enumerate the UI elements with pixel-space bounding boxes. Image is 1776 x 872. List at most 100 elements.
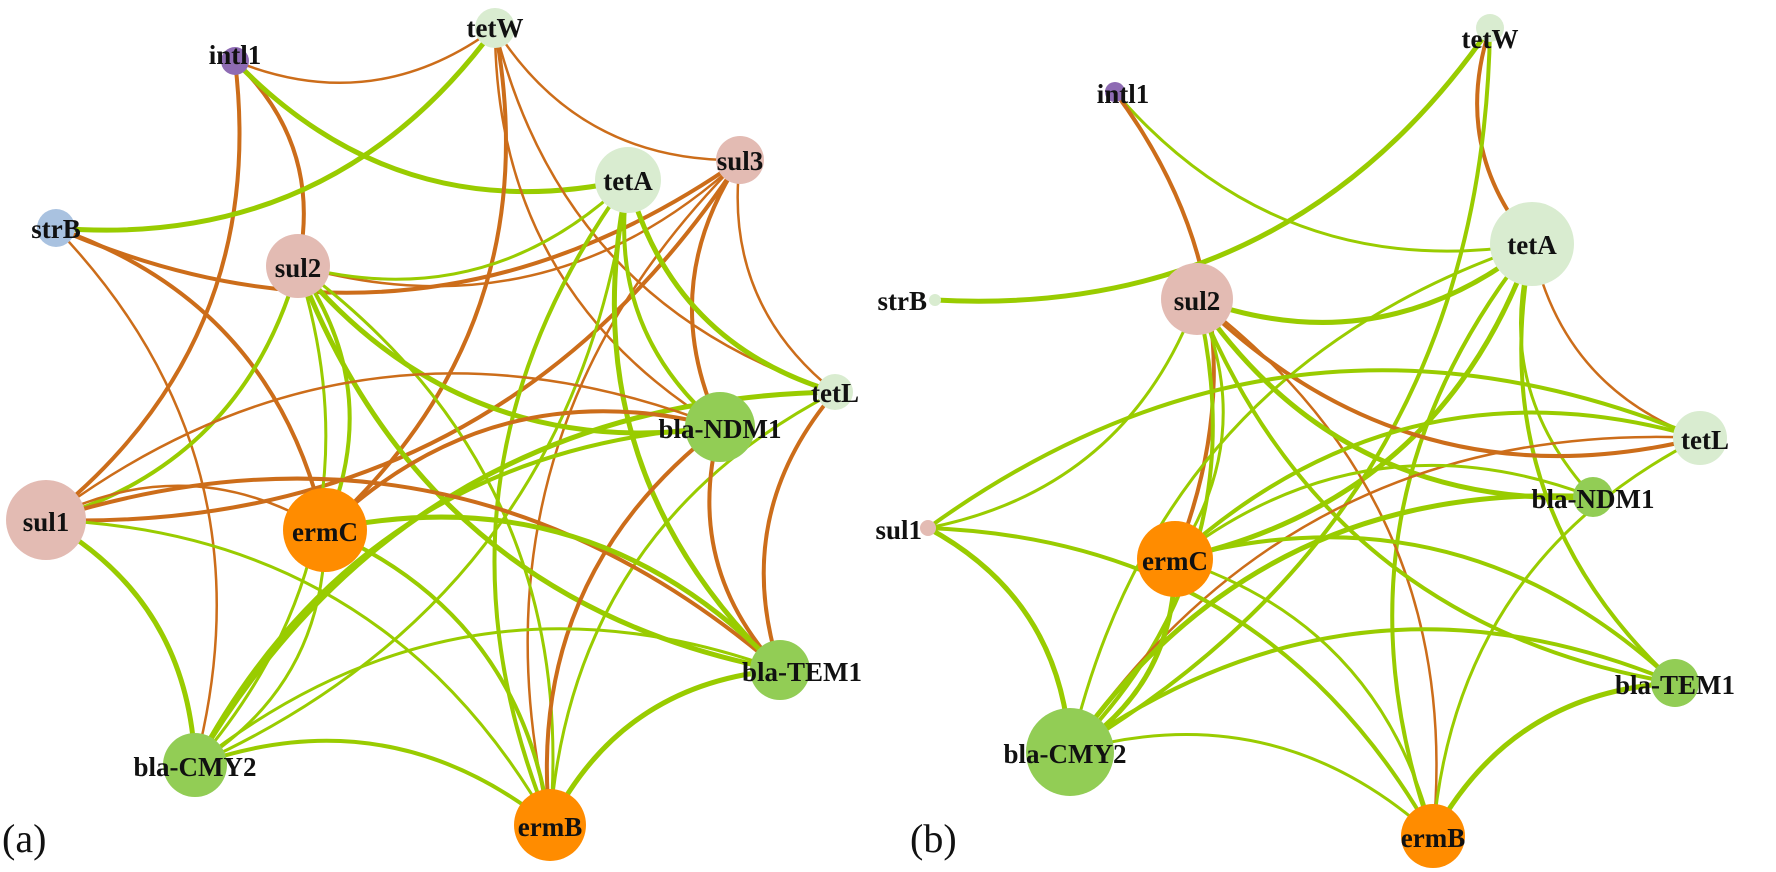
panel-a-nodes: intl1 tetW sul3 tetA strB sul2 tetL bla-NDM1 sul… [6,8,862,861]
node-label-tetL: tetL [811,378,859,408]
edge-tetW-sul3 [493,26,742,162]
node-label-sul3: sul3 [717,146,764,176]
node-label-blaCMY2: bla-CMY2 [134,752,257,782]
edge-blaTEM1-blaCMY2 [193,627,782,767]
edge-tetA-ermC [1172,241,1535,562]
node-label-tetA: tetA [603,166,653,196]
edge-sul3-sul1 [44,158,742,523]
edge-tetA-blaTEM1 [1519,242,1677,685]
node-tetA [1490,202,1574,286]
edge-intl1-sul1 [44,59,242,522]
edge-intl1-tetA [1113,90,1534,253]
edge-tetA-blaCMY2 [1068,242,1534,754]
edge-blaCMY2-ermB [193,738,552,827]
node-ermB [514,789,586,861]
edge-strB-ermC [54,226,327,532]
node-label-ermB: ermB [518,812,582,842]
edge-sul3-tetL [736,158,837,394]
edge-blaCMY2-blaTEM1 [1068,627,1677,754]
node-blaTEM1 [1651,659,1699,707]
edge-tetL-sul1 [926,368,1702,530]
node-label-ermC: ermC [1142,546,1208,576]
edge-sul2-sul1 [44,264,300,522]
edge-blaNDM1-blaCMY2 [1067,493,1596,755]
panel-a-network: intl1 tetW sul3 tetA strB sul2 tetL bla-NDM1 sul… [2,8,862,861]
node-label-tetW: tetW [1462,24,1519,54]
edge-blaNDM1-sul1 [44,372,722,522]
node-sul1 [920,520,936,536]
node-label-tetL: tetL [1681,425,1729,455]
edge-tetL-ermB [1431,436,1702,838]
node-label-blaTEM1: bla-TEM1 [1615,670,1735,700]
node-ermC [1137,521,1213,597]
edge-tetL-blaTEM1 [761,390,837,672]
node-ermC [283,488,367,572]
edge-intl1-tetA [232,58,631,195]
edge-intl1-tetW [233,26,497,84]
node-label-blaNDM1: bla-NDM1 [659,414,782,444]
edge-ermC-blaTEM1 [322,514,783,673]
node-ermB [1401,804,1465,868]
edge-tetW-tetL [493,26,837,394]
node-tetW [475,8,515,48]
edge-strB-blaCMY2 [54,226,218,767]
node-tetA [595,147,661,213]
node-label-sul1: sul1 [23,507,70,537]
node-sul3 [716,136,764,184]
node-blaTEM1 [750,640,810,700]
node-blaNDM1 [1573,477,1613,517]
node-intl1 [1105,82,1125,102]
edge-tetL-ermC [1173,410,1702,561]
edge-ermC-blaNDM1 [323,409,722,532]
panel-b-label: (b) [910,816,957,861]
node-intl1 [221,47,249,75]
edge-tetW-ermC [323,26,508,532]
node-label-sul2: sul2 [275,253,322,283]
edge-blaTEM1-ermB [547,667,783,828]
edge-sul2-tetL [1195,297,1702,459]
edge-sul3-strB [54,158,742,295]
edge-sul2-sul1 [926,297,1199,530]
panel-a-edges [43,25,838,828]
node-label-intl1: intl1 [209,40,262,70]
node-label-tetW: tetW [467,13,524,43]
edge-blaNDM1-blaCMY2 [193,425,722,767]
node-label-intl1: intl1 [1097,79,1150,109]
panel-a-label: (a) [2,816,46,861]
node-tetL [1673,411,1727,465]
node-sul2 [1161,263,1233,335]
edge-tetL-ermB [548,390,837,827]
edge-ermC-blaTEM1 [1173,535,1677,685]
panel-b-edges [925,25,1702,839]
node-strB [37,209,75,247]
node-label-blaNDM1: bla-NDM1 [1532,484,1655,514]
edge-tetA-blaTEM1 [611,177,783,673]
edge-tetA-ermB [492,178,630,827]
node-label-ermC: ermC [292,517,358,547]
edge-tetA-ermB [1390,242,1534,838]
node-blaCMY2 [163,733,227,797]
edge-sul3-sul2 [296,158,742,288]
edge-blaNDM1-blaTEM1 [707,425,782,672]
node-blaNDM1 [685,392,755,462]
node-label-sul2: sul2 [1174,286,1221,316]
edge-ermC-ermB [1173,557,1435,838]
node-label-strB: strB [31,214,81,244]
node-label-tetA: tetA [1507,230,1557,260]
edge-tetA-sul2 [296,178,630,281]
edge-sul1-ermB [926,526,1435,838]
edge-blaTEM1-ermB [1430,680,1678,839]
node-tetL [817,374,853,410]
edge-sul1-blaCMY2 [43,517,198,768]
edge-sul3-blaNDM1 [689,158,742,429]
node-strB [929,294,941,306]
edge-tetA-tetL [625,177,838,395]
node-label-blaCMY2: bla-CMY2 [1004,739,1127,769]
edge-sul1-ermB [44,518,552,827]
edge-ermC-ermB [323,528,552,827]
edge-sul1-blaTEM1 [44,476,782,672]
edge-tetW-blaCMY2 [1068,26,1492,754]
edge-tetA-sul2 [1194,241,1535,325]
